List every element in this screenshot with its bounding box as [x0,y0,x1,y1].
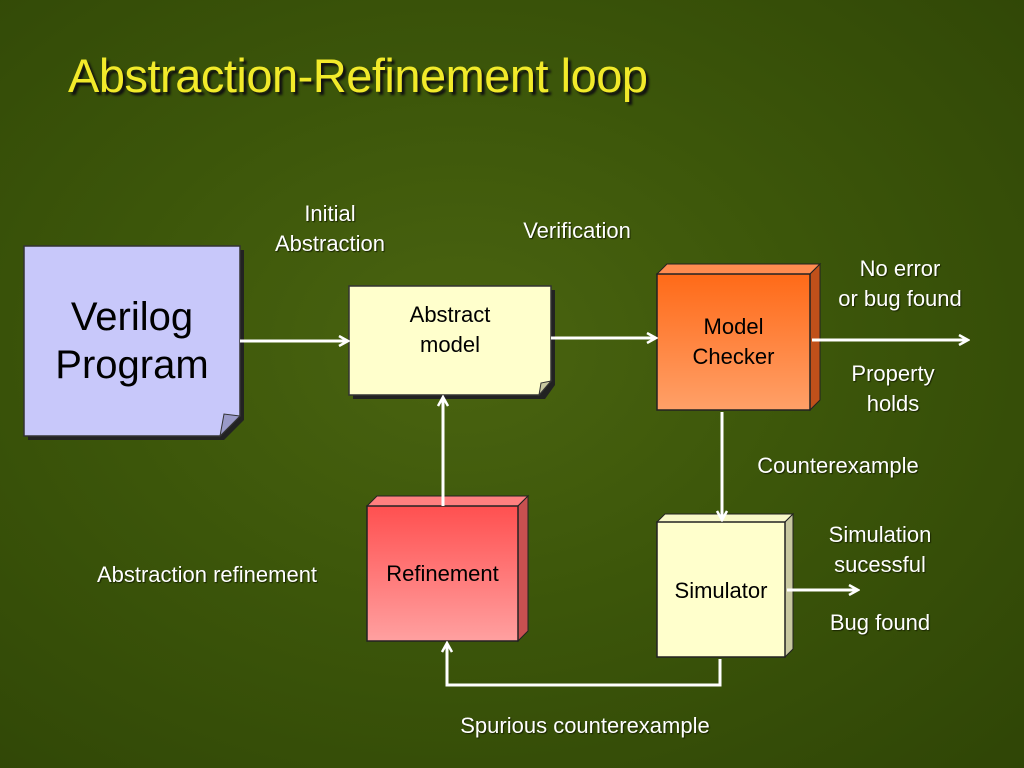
abstraction-refinement-label: Abstraction refinement [96,562,318,587]
model-checker-node [655,262,822,412]
simulator-node [655,512,795,659]
verification-label: Verification [523,218,631,243]
checker-label-box: Model Checker [657,274,810,410]
verilog-label: Verilog Program [55,295,209,387]
refinement-label: Refinement [386,560,499,586]
slide-title: Abstraction-Refinement loop [68,49,648,102]
no-error-label: No error or bug found [838,256,962,311]
verilog-program-node [23,245,244,440]
verilog-label-box: Verilog Program [24,246,240,436]
spurious-counterexample-label: Spurious counterexample [460,713,710,738]
simulation-successful-label: Simulation sucessful [828,522,932,577]
counterexample-label: Counterexample [757,453,919,478]
model-checker-label: Model Checker [692,314,775,369]
bug-found-label: Bug found [829,610,931,635]
abstract-label-box: Abstract model [349,300,551,370]
simulator-label-box: Simulator [657,540,785,642]
initial-abstraction-label: Initial Abstraction [274,201,386,256]
property-holds-label: Property holds [851,361,935,416]
abstract-model-node [348,285,555,399]
abstract-model-label: Abstract model [409,302,491,357]
refinement-node [365,494,530,643]
simulator-label: Simulator [674,578,768,603]
arrow-spurious [447,643,722,687]
refinement-label-box: Refinement [367,506,518,641]
